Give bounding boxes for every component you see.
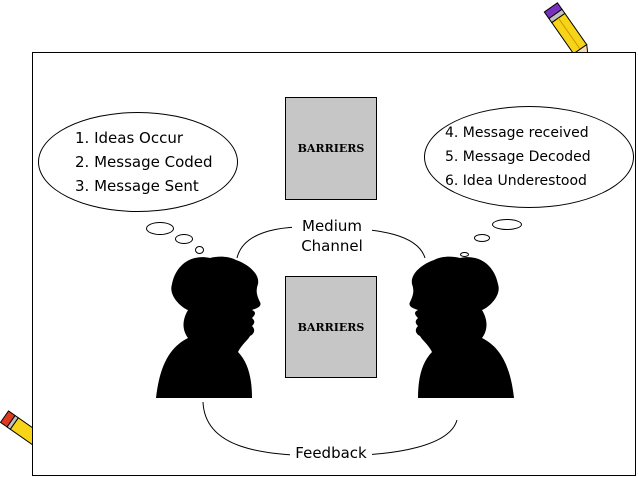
feedback-label: Feedback bbox=[290, 443, 372, 463]
sender-step-3: 3. Message Sent bbox=[75, 177, 199, 195]
sender-bubble-puff-2 bbox=[175, 234, 193, 244]
receiver-step-4: 4. Message received bbox=[445, 125, 589, 141]
sender-bubble-puff-1 bbox=[146, 222, 174, 235]
receiver-head-silhouette bbox=[409, 256, 514, 398]
sender-step-1: 1. Ideas Occur bbox=[75, 129, 184, 147]
receiver-bubble-puff-3 bbox=[460, 252, 469, 257]
sender-head-silhouette bbox=[156, 256, 261, 398]
medium-label: Medium bbox=[302, 217, 362, 235]
receiver-step-5: 5. Message Decoded bbox=[445, 149, 591, 165]
receiver-step-6: 6. Idea Underestood bbox=[445, 173, 587, 189]
barrier-top: BARRIERS bbox=[285, 97, 377, 200]
barrier-bottom: BARRIERS bbox=[285, 276, 377, 378]
medium-channel-label: Medium Channel bbox=[292, 216, 372, 256]
sender-step-2: 2. Message Coded bbox=[75, 153, 213, 171]
barrier-top-label: BARRIERS bbox=[297, 142, 365, 155]
sender-thought-bubble: 1. Ideas Occur 2. Message Coded 3. Messa… bbox=[38, 112, 238, 212]
channel-label: Channel bbox=[301, 237, 363, 255]
sender-bubble-puff-3 bbox=[195, 246, 204, 254]
receiver-thought-bubble: 4. Message received 5. Message Decoded 6… bbox=[424, 106, 634, 208]
barrier-bottom-label: BARRIERS bbox=[297, 320, 365, 334]
receiver-bubble-puff-2 bbox=[474, 234, 490, 242]
receiver-bubble-puff-1 bbox=[492, 219, 522, 230]
